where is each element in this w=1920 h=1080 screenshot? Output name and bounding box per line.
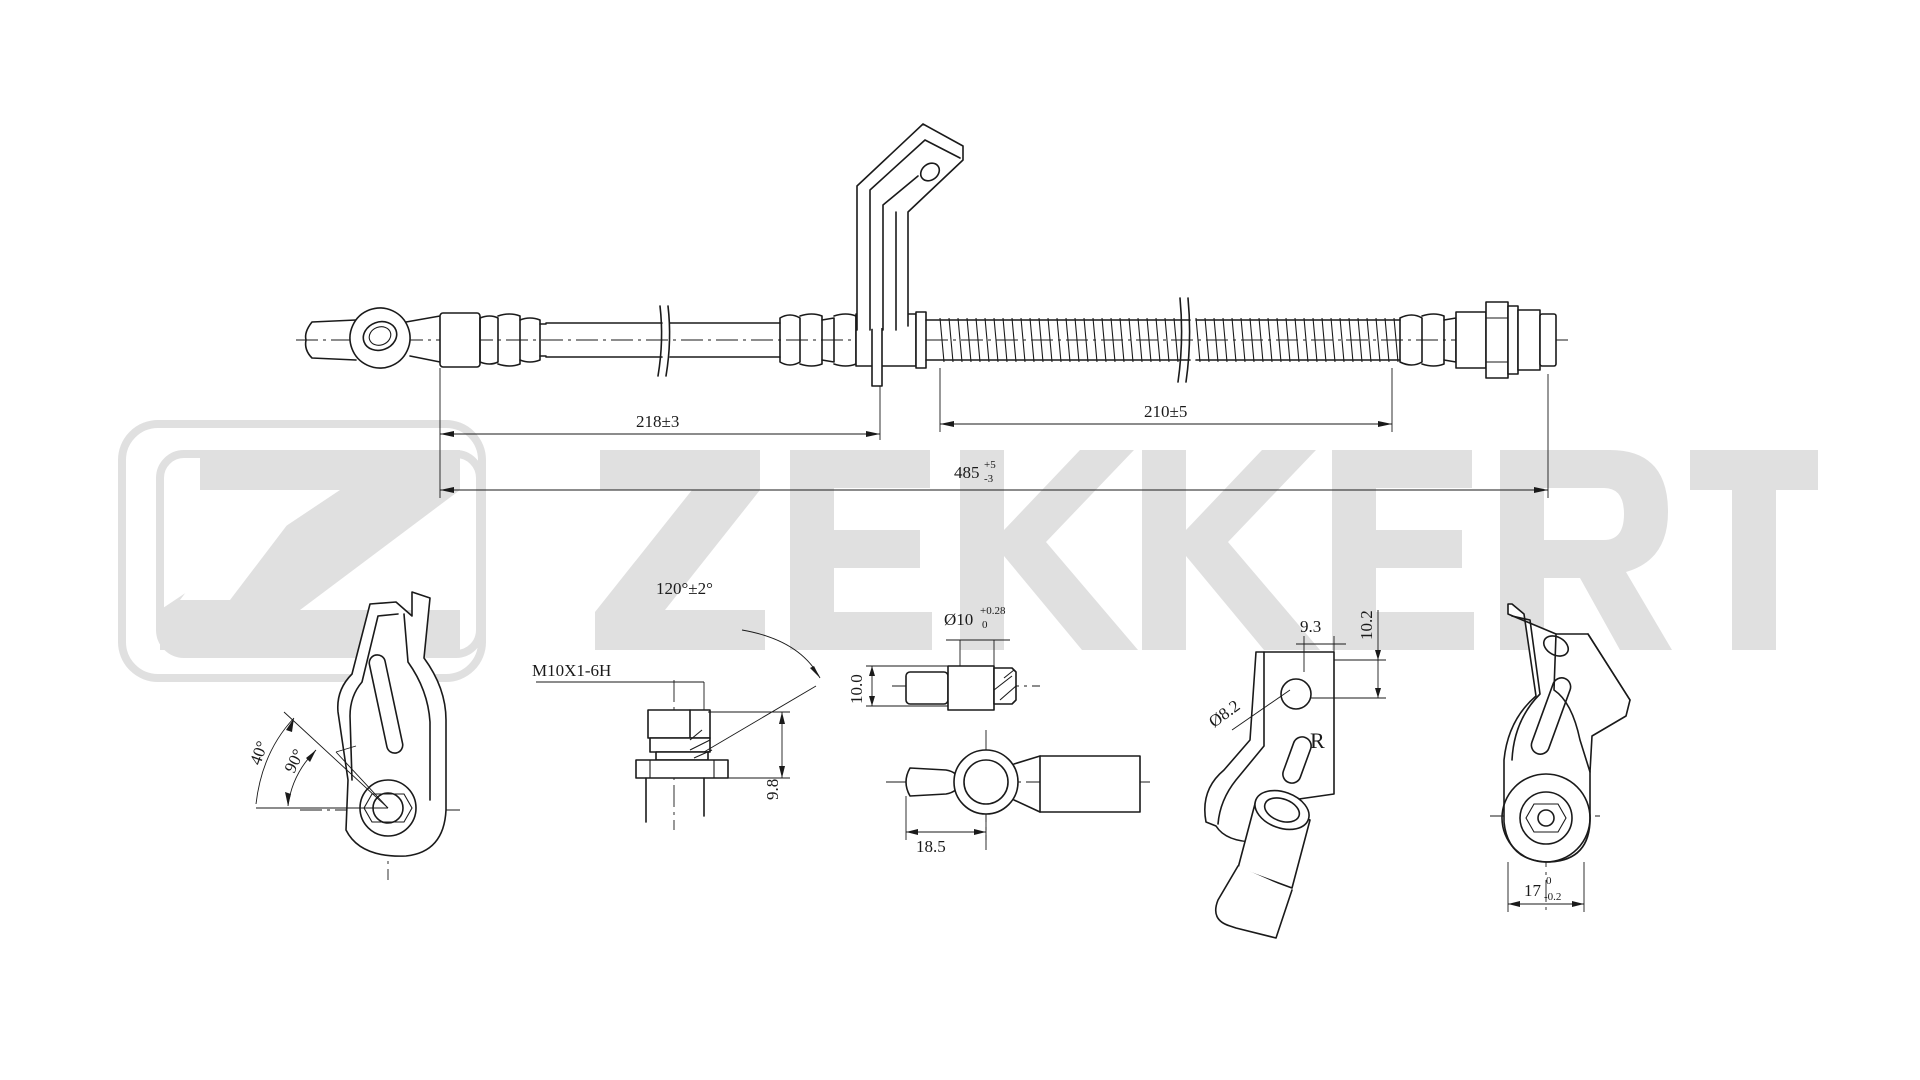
spring-coil [1038, 317, 1044, 363]
left-hose-section [545, 305, 781, 377]
dim-angle-90: 90° [281, 746, 309, 776]
spring-coil [1173, 317, 1179, 363]
dim-485-tol-lower: -3 [984, 473, 994, 485]
spring-coil [1321, 317, 1327, 363]
angled-tube [1214, 789, 1311, 939]
spring-coil [1056, 317, 1062, 363]
spring-coil [1267, 317, 1273, 363]
dim-485-tol-upper: +5 [984, 459, 996, 471]
center-bracket-sleeve [779, 285, 927, 387]
detail-bracket-angles [255, 591, 460, 880]
spring-coil [1312, 317, 1318, 363]
spring-coil [1357, 317, 1363, 363]
spring-coil [1155, 317, 1161, 363]
spring-coil [1110, 317, 1116, 363]
dim-10-2: 10.2 [1357, 610, 1376, 640]
spring-coil [1393, 317, 1399, 363]
dim-angle-120: 120°±2° [656, 579, 713, 598]
dim-bore-tol-lower: 0 [982, 619, 988, 631]
spring-coil [1065, 317, 1071, 363]
right-end-fitting [1399, 301, 1557, 379]
dim-210: 210±5 [1144, 402, 1187, 421]
spring-coil [1092, 317, 1098, 363]
spring-coil [1213, 317, 1219, 363]
dim-218: 218±3 [636, 412, 679, 431]
left-crimp-sleeve [439, 312, 547, 368]
detail-bore [866, 639, 1040, 711]
spring-coil [984, 317, 990, 363]
detail-bracket-hex [1490, 603, 1631, 912]
dim-bore-diameter: Ø10 [944, 610, 973, 629]
spring-coil [1339, 317, 1345, 363]
spring-coil [1164, 317, 1170, 363]
spring-coil [1128, 317, 1134, 363]
spring-coil [1258, 317, 1264, 363]
spring-coil [1348, 317, 1354, 363]
spring-coil [966, 317, 972, 363]
banjo-fitting [349, 307, 441, 369]
spring-coil [948, 317, 954, 363]
mounting-bracket-top [856, 123, 964, 331]
spring-coil [1119, 317, 1125, 363]
spring-coil [1240, 317, 1246, 363]
spring-coil [1204, 317, 1210, 363]
spring-coil [1020, 317, 1026, 363]
brand-logo-letters [595, 450, 1818, 650]
dim-thread: M10X1-6H [532, 661, 611, 680]
spring-coil [957, 317, 963, 363]
spring-coil [1384, 317, 1390, 363]
main-dimensions [439, 368, 1549, 498]
spring-coil [1002, 317, 1008, 363]
dim-485: 485 [954, 463, 980, 482]
spring-coil [1047, 317, 1053, 363]
side-mark-r: R [1310, 728, 1325, 753]
detail-bracket-right [1204, 610, 1386, 939]
spring-coil [1249, 317, 1255, 363]
brake-hose-main-view: 218±3 210±5 485 +5 -3 [296, 123, 1568, 498]
spring-coil [993, 317, 999, 363]
spring-coil [1285, 317, 1291, 363]
spring-coil [1101, 317, 1107, 363]
dim-9-3: 9.3 [1300, 617, 1321, 636]
dim-angle-40: 40° [246, 738, 272, 767]
detail-thread-fitting [536, 629, 821, 830]
spring-coil [1366, 317, 1372, 363]
spring-coil [1222, 317, 1228, 363]
detail-banjo-top [886, 730, 1150, 850]
spring-coil [1375, 317, 1381, 363]
spring-coil [1276, 317, 1282, 363]
spring-coil [1146, 317, 1152, 363]
spring-coil [975, 317, 981, 363]
spring-coil [1195, 317, 1201, 363]
dim-hex-tol-lower: -0.2 [1544, 891, 1561, 903]
spring-coil [1231, 317, 1237, 363]
spring-coil [1303, 317, 1309, 363]
right-hose-spring-section [925, 297, 1401, 383]
brand-watermark [118, 420, 1818, 682]
spring-coil [1330, 317, 1336, 363]
brand-logo-emblem [118, 420, 486, 682]
spring-coil [1029, 317, 1035, 363]
spring-coil [1083, 317, 1089, 363]
dim-bore-length: 10.0 [847, 674, 866, 704]
dim-18-5: 18.5 [916, 837, 946, 856]
spring-coil [1137, 317, 1143, 363]
spring-coil [1294, 317, 1300, 363]
spring-coil [1011, 317, 1017, 363]
dim-bore-tol-upper: +0.28 [980, 605, 1006, 617]
spring-coil [1074, 317, 1080, 363]
dim-hex-size: 17 [1524, 881, 1542, 900]
dim-9-8: 9.8 [763, 779, 782, 800]
spring-coil [939, 317, 945, 363]
dim-hex-tol-upper: 0 [1546, 875, 1552, 887]
